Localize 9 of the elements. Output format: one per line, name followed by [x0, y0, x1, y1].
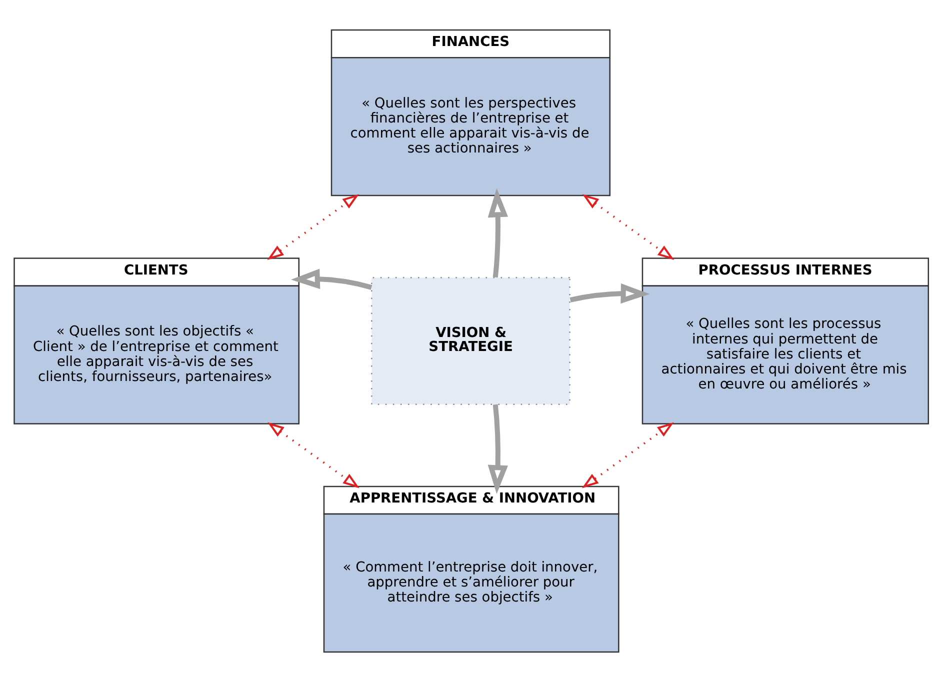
- node-box: VISION & STRATEGIE: [371, 277, 570, 405]
- arrow: [488, 188, 508, 278]
- arrow: [267, 194, 360, 260]
- arrow: [582, 194, 674, 260]
- arrow: [290, 268, 372, 290]
- arrow: [268, 422, 360, 488]
- arrow: [570, 283, 650, 304]
- arrow: [582, 422, 674, 488]
- arrow: [488, 404, 508, 494]
